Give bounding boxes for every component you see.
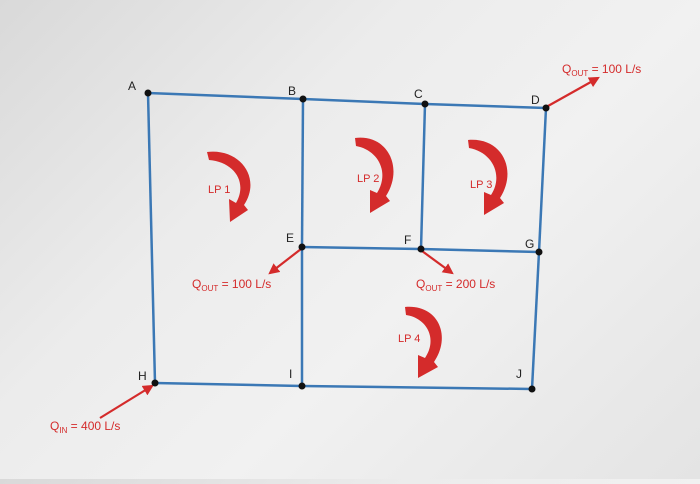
loop-labels: LP 1 LP 2 LP 3 LP 4 (208, 173, 492, 345)
node-labels: A B C D E F G H I J (128, 79, 540, 383)
inflow-arrow-h (99, 384, 154, 419)
node-h (151, 379, 159, 387)
flow-arrows (99, 76, 600, 419)
node-c (421, 100, 429, 108)
node-g (535, 248, 543, 256)
nodes (144, 89, 550, 393)
pipe-b-e (300, 98, 305, 248)
node-j (528, 385, 536, 393)
flow-label-outflow-f: QOUT = 200 L/s (416, 277, 495, 293)
pipe-g-j (530, 251, 541, 390)
loop-arrow-1 (207, 151, 251, 222)
loop-arrow-3 (468, 139, 508, 215)
pipe-a-b (147, 91, 304, 101)
node-i (298, 382, 306, 390)
outflow-arrow-f (421, 250, 454, 275)
node-label-e: E (286, 231, 294, 245)
pipe-b-c (302, 97, 426, 106)
pipe-f-g (420, 247, 540, 254)
node-e (298, 243, 306, 251)
loop-label-1: LP 1 (208, 184, 230, 196)
flow-label-inflow-h: QIN = 400 L/s (50, 419, 120, 435)
node-label-j: J (516, 367, 522, 381)
node-label-a: A (128, 79, 136, 93)
pipe-d-g (537, 107, 548, 253)
flow-labels: QIN = 400 L/s QOUT = 100 L/s QOUT = 100 … (50, 62, 641, 435)
node-label-d: D (531, 93, 540, 107)
pipe-a-h (146, 92, 157, 384)
pipe-i-j (301, 384, 533, 391)
outflow-arrow-e (268, 248, 302, 275)
node-label-b: B (288, 84, 296, 98)
loop-label-4: LP 4 (398, 333, 420, 345)
node-label-c: C (414, 87, 423, 101)
node-label-h: H (138, 369, 147, 383)
loop-label-3: LP 3 (470, 179, 492, 191)
pipe-e-f (301, 245, 422, 251)
node-label-g: G (525, 237, 534, 251)
loop-arrow-4 (405, 306, 442, 378)
outflow-arrow-d (547, 76, 600, 107)
pipe-c-f (419, 103, 427, 250)
flow-label-outflow-d: QOUT = 100 L/s (562, 62, 641, 78)
node-label-i: I (289, 367, 292, 381)
loop-arrows (207, 137, 508, 378)
loop-label-2: LP 2 (357, 173, 379, 185)
node-a (144, 89, 152, 97)
node-d (542, 104, 550, 112)
loop-arrow-2 (355, 137, 394, 213)
node-f (417, 245, 425, 253)
node-label-f: F (404, 233, 411, 247)
pipe-h-i (154, 381, 303, 388)
pipes (146, 91, 548, 391)
flow-label-outflow-e: QOUT = 100 L/s (192, 277, 271, 293)
node-b (299, 95, 307, 103)
pipe-c-d (424, 102, 547, 110)
